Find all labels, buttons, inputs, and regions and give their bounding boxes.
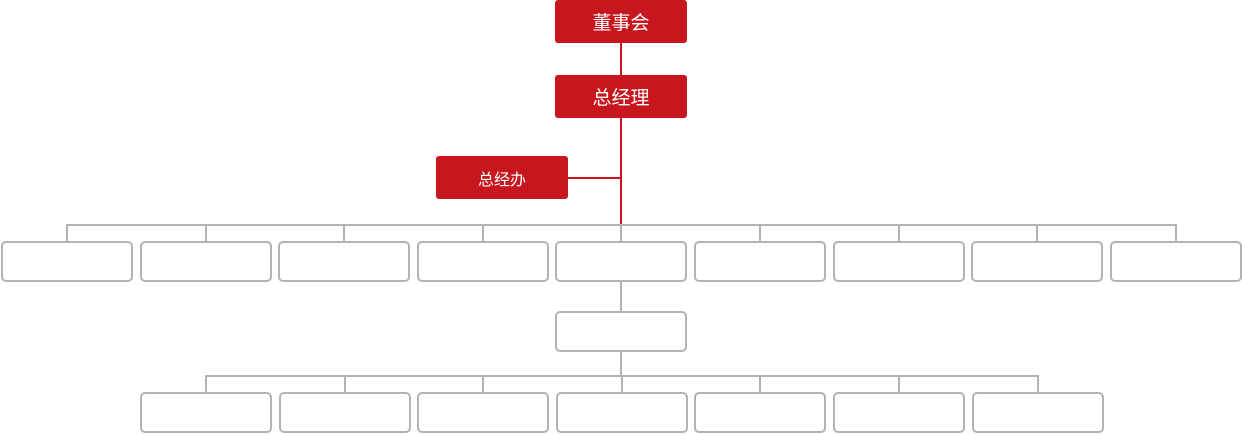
board-node: 董事会 [555,0,687,43]
department-box [1110,241,1242,282]
general-manager-label: 总经理 [592,87,650,109]
sub-department-box [694,392,826,433]
sub-unit-box [555,311,687,352]
department-box [278,241,410,282]
sub-department-drop [898,375,900,392]
department-drop [759,224,761,241]
connector-dept-sub [620,282,622,311]
sub-department-drop [482,375,484,392]
department-box [555,241,687,282]
sub-department-box [417,392,549,433]
department-drop [205,224,207,241]
department-box [694,241,826,282]
department-box [833,241,965,282]
sub-department-box [279,392,411,433]
sub-department-box [140,392,272,433]
department-drop [66,224,68,241]
sub-department-drop [205,375,207,392]
sub-department-box [972,392,1104,433]
connector-office-branch [568,177,621,179]
general-manager-node: 总经理 [555,75,687,118]
connector-sub-trunk [620,352,622,375]
sub-department-drop [759,375,761,392]
department-drop [1036,224,1038,241]
department-box [140,241,272,282]
gm-office-node: 总经办 [436,156,568,199]
department-drop [482,224,484,241]
sub-department-box [556,392,688,433]
department-drop [898,224,900,241]
sub-department-drop [344,375,346,392]
department-drop [1175,224,1177,241]
department-drop [620,224,622,241]
connector-gm-trunk [620,118,622,225]
sub-department-drop [1037,375,1039,392]
sub-department-drop [621,375,623,392]
department-box [1,241,133,282]
board-label: 董事会 [592,12,650,34]
department-box [971,241,1103,282]
department-drop [343,224,345,241]
sub-department-box [833,392,965,433]
gm-office-label: 总经办 [477,169,526,189]
department-box [417,241,549,282]
connector-board-gm [620,43,622,75]
